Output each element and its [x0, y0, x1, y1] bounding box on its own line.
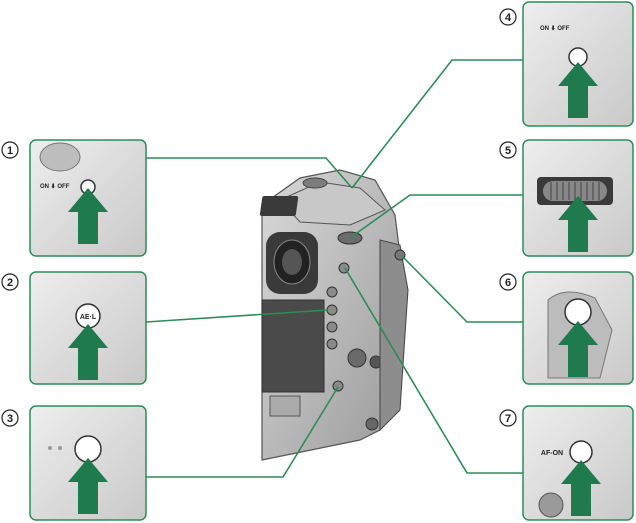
- callout-number-5: 5: [505, 145, 511, 157]
- camera-body: [260, 170, 408, 460]
- callout-number-4: 4: [505, 12, 512, 24]
- callout-1: ON ⬇ OFF 1: [2, 140, 146, 256]
- af-on-label: AF-ON: [541, 450, 563, 457]
- power-switch-label: ON ⬇ OFF: [540, 25, 570, 32]
- callout-4: ON ⬇ OFF 4: [500, 2, 633, 126]
- callout-number-1: 1: [7, 145, 13, 157]
- callout-number-6: 6: [505, 277, 511, 289]
- viewfinder-eyecup: [266, 232, 318, 294]
- callout-5: 5: [500, 140, 633, 256]
- callout-2: AE·L 2: [2, 272, 146, 384]
- callout-6: 6: [500, 272, 633, 384]
- callout-3: 3: [2, 406, 146, 520]
- power-switch-label: ON ⬇ OFF: [40, 183, 70, 190]
- callout-7: AF-ON 7: [500, 406, 633, 520]
- leader-line-4: [352, 60, 523, 188]
- callout-number-3: 3: [7, 413, 13, 425]
- callout-number-2: 2: [7, 277, 13, 289]
- callout-number-7: 7: [505, 413, 511, 425]
- af-on-button: [570, 441, 592, 463]
- ae-l-label: AE·L: [80, 314, 97, 321]
